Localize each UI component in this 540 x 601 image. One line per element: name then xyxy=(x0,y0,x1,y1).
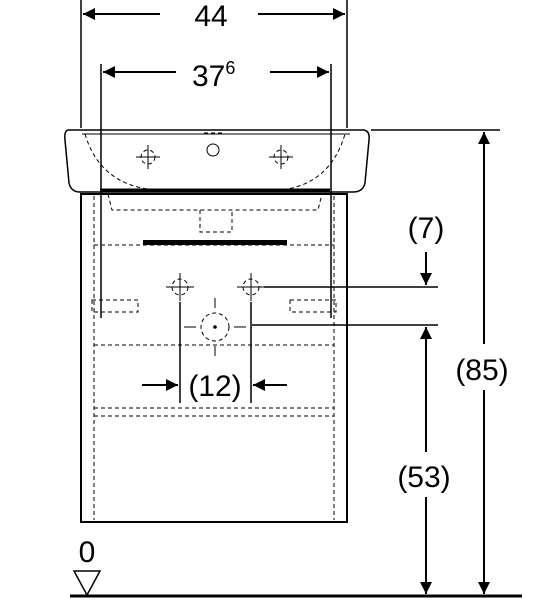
total-height-label: (85) xyxy=(455,354,508,387)
tap-hole-left-icon xyxy=(136,145,160,169)
supply-left-icon xyxy=(166,273,194,301)
inner-width-label: 376 xyxy=(192,58,235,93)
dimension-drain-height: (53) xyxy=(397,327,451,594)
dimension-total-height: (85) xyxy=(455,132,509,594)
floor-level-label: 0 xyxy=(79,536,96,569)
floor-level: 0 xyxy=(70,536,522,598)
dimension-inner-width: 376 xyxy=(100,58,332,318)
drawer-handle xyxy=(143,240,287,245)
tap-spacing-label: (12) xyxy=(188,370,241,403)
drain-icon xyxy=(184,298,246,356)
inner-width-sup: 6 xyxy=(225,58,235,78)
tap-hole-right-icon xyxy=(269,145,293,169)
washbasin xyxy=(64,129,370,233)
inner-width-main: 37 xyxy=(192,60,225,93)
drain-height-label: (53) xyxy=(397,461,450,494)
vanity-cabinet xyxy=(80,193,348,523)
dimension-drain-offset: (7) xyxy=(408,212,445,285)
drain-offset-label: (7) xyxy=(408,212,445,245)
dimension-overall-width: 44 xyxy=(80,0,348,128)
dimension-tap-spacing: (12) xyxy=(142,302,287,403)
overall-width-label: 44 xyxy=(194,0,227,33)
supply-right-icon xyxy=(237,273,265,301)
